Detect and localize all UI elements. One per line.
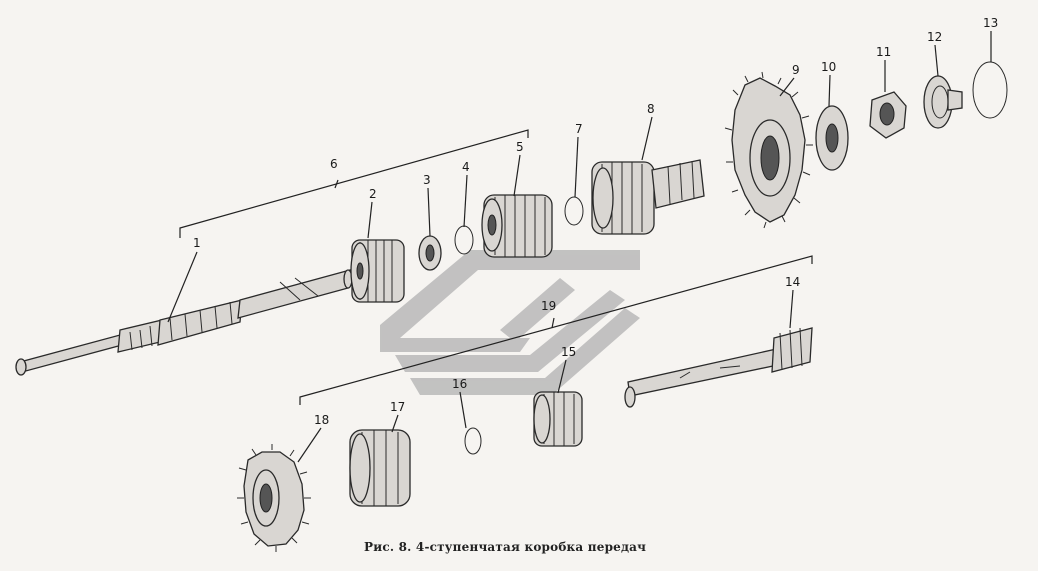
figure-caption: Рис. 8. 4-ступенчатая коробка передач bbox=[364, 540, 647, 554]
label-part-2: 2 bbox=[369, 187, 377, 201]
bracket-group-6 bbox=[179, 129, 529, 238]
label-part-14: 14 bbox=[785, 275, 800, 289]
label-part-15: 15 bbox=[561, 345, 576, 359]
label-part-8: 8 bbox=[647, 102, 655, 116]
label-part-19: 19 bbox=[541, 299, 556, 313]
gear-part-18 bbox=[237, 444, 311, 552]
label-part-1: 1 bbox=[193, 236, 201, 250]
gear-part-15 bbox=[533, 391, 583, 447]
label-part-16: 16 bbox=[452, 377, 467, 391]
leader-lines bbox=[167, 31, 992, 463]
label-part-3: 3 bbox=[423, 173, 431, 187]
label-part-11: 11 bbox=[876, 45, 891, 59]
label-part-10: 10 bbox=[821, 60, 836, 74]
watermark-logo bbox=[380, 250, 640, 395]
sprocket-part-9 bbox=[724, 71, 813, 229]
gear-part-17 bbox=[349, 429, 411, 507]
main-shaft-part-1 bbox=[15, 269, 353, 376]
cap-part-12 bbox=[923, 75, 963, 129]
gear-part-2 bbox=[350, 239, 405, 303]
label-part-4: 4 bbox=[462, 160, 470, 174]
label-part-12: 12 bbox=[927, 30, 942, 44]
label-part-6: 6 bbox=[330, 157, 338, 171]
ring-part-16 bbox=[464, 427, 482, 455]
layshaft-part-14 bbox=[624, 327, 813, 408]
label-part-7: 7 bbox=[575, 122, 583, 136]
nut-part-11 bbox=[869, 91, 907, 139]
gear-hub-part-8 bbox=[591, 159, 705, 235]
part-number-labels: 1 2 3 4 5 6 7 8 9 10 11 12 13 14 15 16 1… bbox=[193, 16, 998, 427]
label-part-9: 9 bbox=[792, 63, 800, 77]
circlip-part-13 bbox=[972, 61, 1008, 119]
label-part-18: 18 bbox=[314, 413, 329, 427]
label-part-13: 13 bbox=[983, 16, 998, 30]
lock-washer-part-10 bbox=[815, 105, 849, 171]
bracket-group-19 bbox=[299, 255, 813, 405]
label-part-17: 17 bbox=[390, 400, 405, 414]
double-gear-part-5 bbox=[481, 194, 553, 258]
washer-part-3 bbox=[418, 235, 442, 271]
snap-ring-part-4 bbox=[454, 225, 474, 255]
ring-part-7 bbox=[564, 196, 584, 226]
label-part-5: 5 bbox=[516, 140, 524, 154]
